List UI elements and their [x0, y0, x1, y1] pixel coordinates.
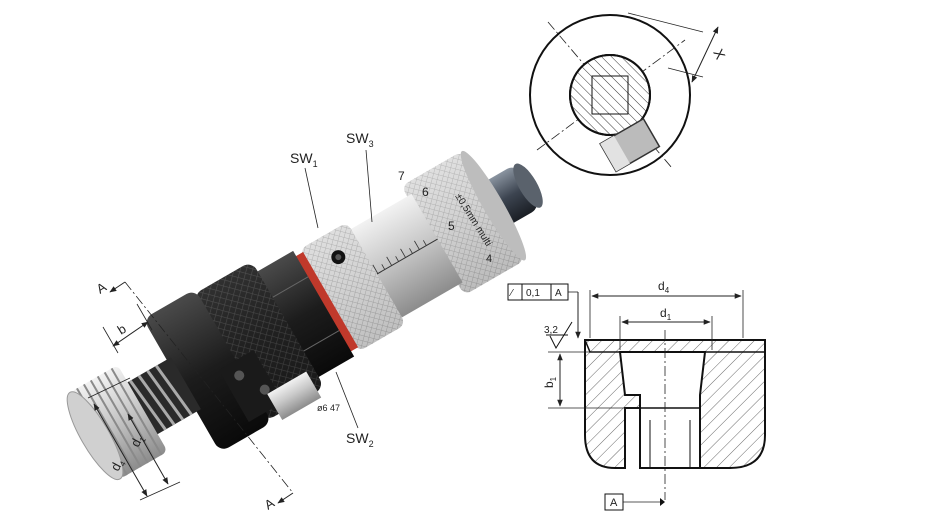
- datum-a: A: [604, 493, 665, 511]
- svg-text:SW2: SW2: [346, 430, 374, 449]
- dimension-d4: d4: [589, 279, 744, 338]
- svg-text:SW3: SW3: [346, 130, 374, 149]
- section-label-a-bottom: A: [262, 495, 278, 512]
- scale-number-7: 7: [398, 169, 405, 183]
- dimension-x-label: X: [710, 46, 729, 62]
- roughness-symbol: 3,2: [544, 321, 573, 350]
- svg-text:3,2: 3,2: [544, 325, 558, 336]
- dimension-d1: d1: [619, 306, 713, 350]
- dimension-b: b: [102, 303, 153, 354]
- svg-text:A: A: [555, 288, 562, 299]
- adjusting-ring: [302, 225, 404, 349]
- cutting-insert: [599, 117, 661, 173]
- red-ring: [294, 252, 359, 353]
- svg-text:d1: d1: [660, 306, 672, 322]
- knurled-collar: [196, 264, 321, 418]
- svg-text:b: b: [115, 321, 129, 338]
- thimble: [404, 150, 527, 293]
- tool-illustration: [66, 150, 543, 481]
- label-sw3: SW3: [346, 130, 374, 223]
- scale-number-6: 6: [422, 185, 429, 199]
- svg-text:A: A: [610, 497, 618, 509]
- hex-nut: [255, 250, 355, 379]
- dimension-d1-d4: d1 d4: [87, 377, 181, 501]
- svg-text:SW1: SW1: [290, 150, 318, 169]
- svg-text:d4: d4: [658, 279, 670, 295]
- engraving-text: ø6 47: [317, 403, 340, 413]
- label-sw2: SW2: [335, 371, 374, 449]
- scale-sleeve: [346, 194, 463, 320]
- section-label-a-top: A: [94, 279, 110, 296]
- scale-number-5: 5: [448, 219, 455, 233]
- label-sw1: SW1: [290, 150, 319, 229]
- slider-block: [267, 371, 322, 420]
- svg-text:0,1: 0,1: [526, 288, 540, 299]
- tolerance-frame: ⁄ 0,1 A: [507, 283, 581, 339]
- dimension-b1: b1: [542, 351, 640, 409]
- section-drawing: ⁄ 0,1 A 3,2 d4 d1: [507, 279, 766, 511]
- tool-body: [146, 292, 284, 449]
- svg-text:⁄: ⁄: [508, 288, 514, 299]
- svg-text:b1: b1: [542, 376, 558, 388]
- scale-number-4: 4: [486, 253, 492, 265]
- detail-view: X: [529, 12, 729, 176]
